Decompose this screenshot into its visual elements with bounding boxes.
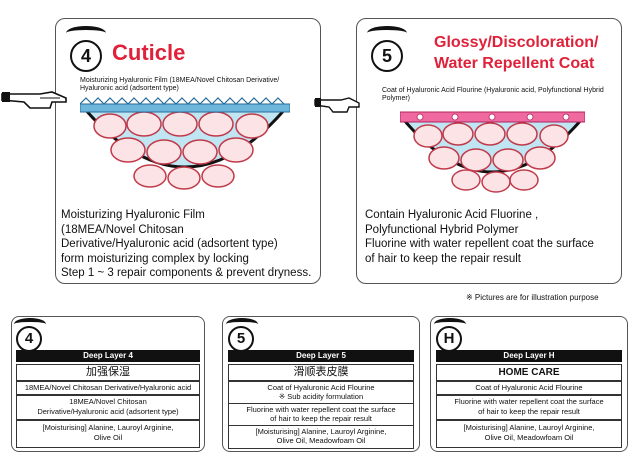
badge-arc bbox=[14, 318, 46, 330]
desc-line: Contain Hyaluronic Acid Fluorine , bbox=[365, 209, 539, 221]
info-line: Olive Oil, Meadowfoam Oil bbox=[484, 433, 574, 442]
cuticle-description: Moisturizing Hyaluronic Film (18MEA/Nove… bbox=[61, 208, 321, 281]
deep-layer-badge-h: H bbox=[436, 326, 462, 352]
headline-box: 滑顺表皮膜 bbox=[228, 364, 414, 381]
info-line: [Moisturising] Alanine, Lauroyl Arginine… bbox=[255, 427, 387, 436]
info-box: [Moisturising] Alanine, Lauroyl Arginine… bbox=[436, 420, 622, 448]
info-line: of hair to keep the repair result bbox=[478, 407, 580, 416]
info-line: [Moisturising] Alanine, Lauroyl Arginine… bbox=[463, 423, 595, 432]
info-box: Fluorine with water repellent coat the s… bbox=[228, 403, 414, 426]
info-line: [Moisturising] Alanine, Lauroyl Arginine… bbox=[42, 423, 174, 432]
step-badge-5: 5 bbox=[371, 40, 403, 72]
water-repellent-description: Contain Hyaluronic Acid Fluorine , Polyf… bbox=[365, 208, 620, 266]
pointing-hand-icon bbox=[1, 91, 67, 109]
badge-arc bbox=[226, 318, 258, 330]
badge-arc bbox=[66, 26, 106, 40]
deep-layer-bar: Deep Layer 4 bbox=[16, 350, 200, 362]
panel-title-line2: Water Repellent Coat bbox=[434, 55, 595, 72]
info-line: of hair to keep the repair result bbox=[270, 414, 372, 423]
info-line: Derivative/Hyaluronic acid (adsortent ty… bbox=[37, 407, 179, 416]
hair-cross-section-5 bbox=[400, 111, 585, 193]
badge-arc bbox=[367, 26, 407, 40]
desc-line: form moisturizing complex by locking bbox=[61, 252, 249, 265]
info-line: Coat of Hyaluronic Acid Flourine bbox=[267, 383, 375, 392]
desc-line: Step 1 ~ 3 repair components & prevent d… bbox=[61, 267, 312, 279]
info-box: 18MEA/Novel Chitosan Derivative/Hyaluron… bbox=[16, 381, 200, 395]
info-line: 18MEA/Novel Chitosan bbox=[69, 397, 147, 406]
info-box: Fluorine with water repellent coat the s… bbox=[436, 395, 622, 420]
info-box: Coat of Hyaluronic Acid Flourine ※ Sub a… bbox=[228, 381, 414, 404]
panel-title-line1: Glossy/Discoloration/ bbox=[434, 34, 599, 51]
badge-arc bbox=[434, 318, 466, 330]
deep-layer-badge-4: 4 bbox=[16, 326, 42, 352]
info-box: Coat of Hyaluronic Acid Flourine bbox=[436, 381, 622, 395]
step-badge-4: 4 bbox=[70, 40, 102, 72]
desc-line: Derivative/Hyaluronic acid (adsortent ty… bbox=[61, 238, 278, 250]
deep-layer-bar: Deep Layer 5 bbox=[228, 350, 414, 362]
desc-line: of hair to keep the repair result bbox=[365, 252, 521, 265]
desc-line: Polyfunctional Hybrid Polymer bbox=[365, 223, 519, 236]
info-line: Olive Oil, Meadowfoam Oil bbox=[276, 436, 366, 445]
water-repellent-caption: Coat of Hyaluronic Acid Flourine (Hyalur… bbox=[382, 87, 604, 102]
desc-line: Moisturizing Hyaluronic Film bbox=[61, 209, 205, 221]
hair-cross-section-4 bbox=[80, 97, 290, 190]
info-box: 18MEA/Novel Chitosan Derivative/Hyaluron… bbox=[16, 395, 200, 420]
info-line: Fluorine with water repellent coat the s… bbox=[246, 405, 396, 414]
deep-layer-bar: Deep Layer H bbox=[436, 350, 622, 362]
desc-line: Fluorine with water repellent coat the s… bbox=[365, 238, 594, 250]
cuticle-caption: Moisturizing Hyaluronic Film (18MEA/Nove… bbox=[80, 77, 280, 92]
info-box: [Moisturising] Alanine, Lauroyl Arginine… bbox=[16, 420, 200, 448]
headline-box: 加强保湿 bbox=[16, 364, 200, 381]
illustration-note: ※ Pictures are for illustration purpose bbox=[466, 293, 599, 302]
headline-box: HOME CARE bbox=[436, 364, 622, 381]
pointing-hand-icon bbox=[314, 97, 360, 113]
info-line: ※ Sub acidity formulation bbox=[278, 392, 364, 401]
deep-layer-badge-5: 5 bbox=[228, 326, 254, 352]
panel-title-cuticle: Cuticle bbox=[112, 40, 186, 65]
info-box: [Moisturising] Alanine, Lauroyl Arginine… bbox=[228, 425, 414, 449]
info-line: Fluorine with water repellent coat the s… bbox=[454, 397, 604, 406]
desc-line: (18MEA/Novel Chitosan bbox=[61, 223, 184, 236]
info-line: Olive Oil bbox=[93, 433, 123, 442]
